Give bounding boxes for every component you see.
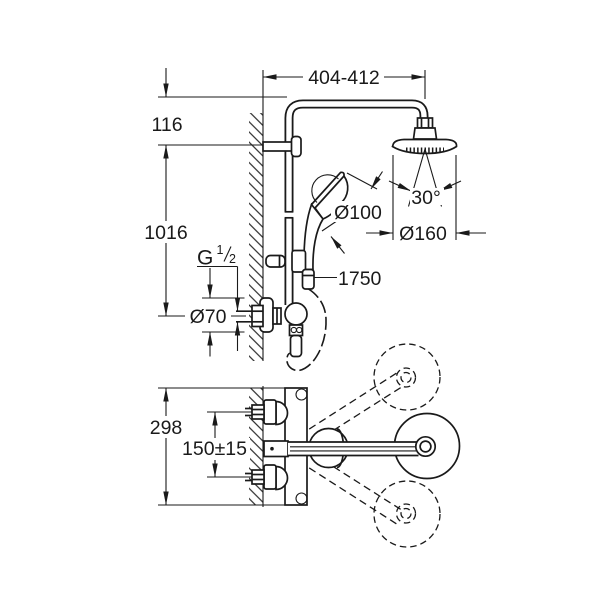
dim-label-116: 116 xyxy=(151,114,182,136)
dim-label-d100: Ø100 xyxy=(334,202,382,224)
swivel-positions-dashed xyxy=(288,343,441,548)
dimension-top-offset: 116 xyxy=(151,68,287,159)
wall-section-lower xyxy=(249,386,264,507)
union-nut xyxy=(251,304,264,328)
dim-label-1016: 1016 xyxy=(144,222,187,244)
dimension-riser-height: 1016 xyxy=(141,145,246,317)
dim-label-G: G xyxy=(197,247,213,270)
dimension-hand-shower-diameter: Ø100 xyxy=(321,171,385,254)
hose-connector-upper xyxy=(301,268,315,290)
head-shower-neck xyxy=(412,127,438,140)
hand-shower-handle xyxy=(303,202,325,271)
dim-label-298: 298 xyxy=(150,417,183,439)
wall-bracket xyxy=(262,135,302,158)
dimension-arm-reach: 404-412 xyxy=(263,66,426,99)
arm-pivot xyxy=(263,440,289,458)
dim-label-30deg: 30° xyxy=(411,187,441,209)
slider-holder xyxy=(265,249,307,273)
dimension-head-shower-diameter: Ø160 xyxy=(366,155,486,245)
shower-pipe xyxy=(284,99,429,305)
dim-label-d160: Ø160 xyxy=(399,223,447,245)
dimension-spray-angle: 30° xyxy=(388,180,462,209)
dimension-thread: G 1 2 xyxy=(197,243,241,351)
thermostat-valve xyxy=(236,297,308,358)
head-position-upper xyxy=(373,343,441,411)
shower-hose xyxy=(286,288,327,372)
head-position-lower xyxy=(373,480,441,548)
head-shower xyxy=(391,117,458,207)
dim-label-thread-den: 2 xyxy=(229,252,236,266)
valve-body xyxy=(284,302,308,326)
dimension-body-height: 298 xyxy=(147,387,307,506)
riser-joint xyxy=(283,210,295,219)
dim-label-thread-num: 1 xyxy=(217,243,224,257)
hose-connector-lower xyxy=(289,334,303,358)
dimension-escutcheon-diameter: Ø70 xyxy=(185,268,245,357)
dim-label-1750: 1750 xyxy=(338,268,382,290)
dim-label-404-412: 404-412 xyxy=(308,67,380,89)
dimension-hose-length: 1750 xyxy=(313,268,382,290)
shower-arm-top-view xyxy=(288,412,461,480)
dim-label-d70: Ø70 xyxy=(190,306,227,328)
dimension-inlet-spacing: 150±15 xyxy=(179,411,253,478)
head-shower-nut xyxy=(416,117,434,129)
dim-label-150-15: 150±15 xyxy=(182,438,247,460)
